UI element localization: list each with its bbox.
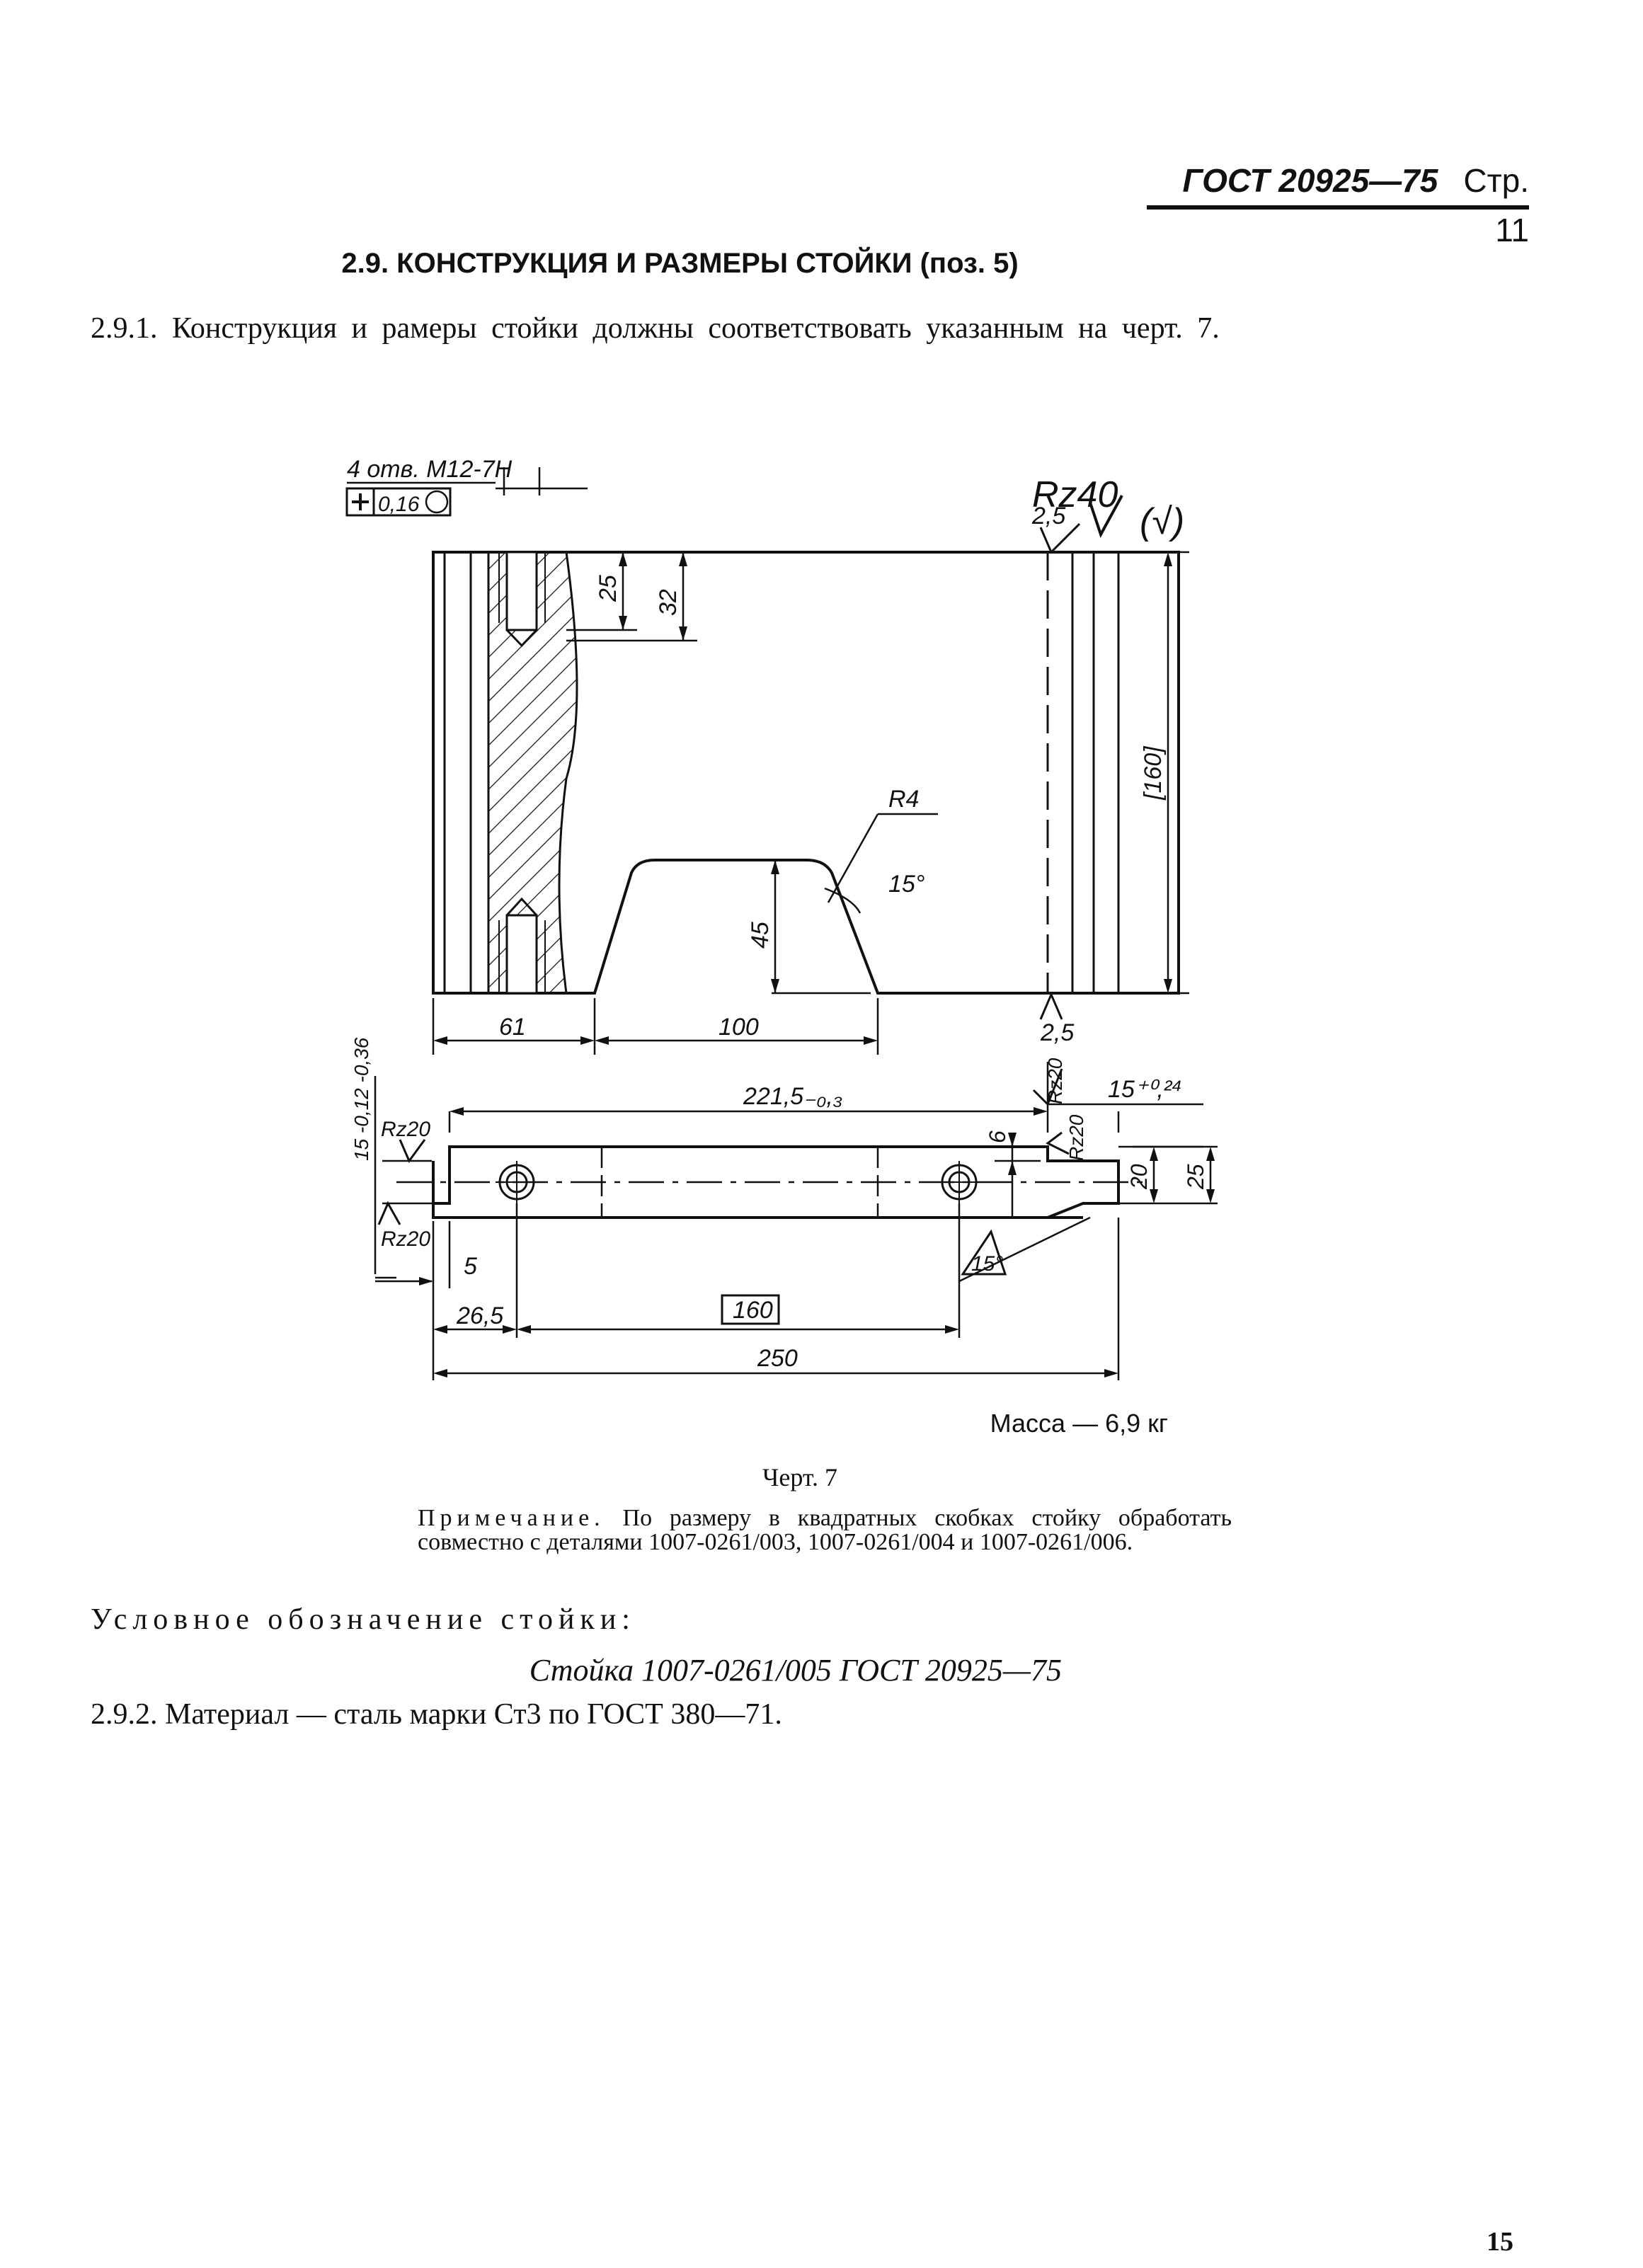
rz20-left-bottom: Rz20 bbox=[381, 1227, 430, 1251]
thread-hole-top bbox=[505, 551, 538, 631]
dim-250: 250 bbox=[757, 1345, 798, 1372]
page-header: ГОСТ 20925—75 Стр. 11 bbox=[1147, 156, 1529, 248]
hatched-section bbox=[487, 551, 578, 995]
thread-hole-bottom bbox=[505, 914, 538, 995]
thread-callout: 4 отв. М12-7Н bbox=[347, 456, 513, 483]
page-label: Стр. 11 bbox=[1463, 162, 1529, 248]
dim-20: 20 bbox=[1126, 1164, 1152, 1190]
roughness-main-label: Rz40 bbox=[1032, 474, 1118, 515]
paragraph-2-9-1: 2.9.1. Конструкция и рамеры стойки должн… bbox=[91, 312, 1220, 345]
dim-angle-15-bottom: 15° bbox=[971, 1252, 1003, 1276]
dim-2-5-bottom: 2,5 bbox=[1040, 1019, 1074, 1046]
dim-25: 25 bbox=[595, 575, 622, 602]
paragraph-2-9-2: 2.9.2. Материал — сталь марки Ст3 по ГОС… bbox=[91, 1698, 782, 1731]
roughness-other-label: (√) bbox=[1140, 501, 1184, 542]
front-view-outline bbox=[432, 551, 1180, 995]
designation-label: Условное обозначение стойки: bbox=[91, 1603, 636, 1636]
dim-100: 100 bbox=[719, 1014, 759, 1041]
dim-160-box: 160 bbox=[733, 1297, 773, 1324]
position-tolerance: 0,16 bbox=[378, 493, 420, 516]
note: Примечание. По размеру в квадратных скоб… bbox=[418, 1506, 1232, 1554]
rz20-right-side: Rz20 bbox=[1065, 1114, 1087, 1161]
designation: Стойка 1007-0261/005 ГОСТ 20925—75 bbox=[529, 1653, 1062, 1688]
dim-61: 61 bbox=[499, 1014, 526, 1041]
dim-angle-15-top: 15° bbox=[888, 871, 924, 898]
section-title: 2.9. КОНСТРУКЦИЯ И РАЗМЕРЫ СТОЙКИ (поз. … bbox=[341, 248, 1019, 279]
rz20-right-top: Rz20 bbox=[1044, 1058, 1066, 1104]
figure-caption: Черт. 7 bbox=[762, 1463, 837, 1491]
dim-6: 6 bbox=[985, 1130, 1010, 1143]
standard-number: ГОСТ 20925—75 bbox=[1182, 162, 1438, 199]
dim-2-5-top: 2,5 bbox=[1031, 503, 1065, 529]
note-text: По размеру в квадратных скобках стойку о… bbox=[418, 1505, 1232, 1555]
dim-26-5: 26,5 bbox=[456, 1302, 503, 1329]
dim-25-side: 25 bbox=[1183, 1164, 1208, 1190]
rz20-left-top: Rz20 bbox=[381, 1118, 430, 1141]
dim-221-5: 221,5₋₀,₃ bbox=[743, 1083, 842, 1110]
dim-15-minus: 15 -0,12 -0,36 bbox=[350, 1037, 372, 1161]
dim-5: 5 bbox=[464, 1253, 477, 1280]
page-number: 15 bbox=[1487, 2227, 1513, 2257]
mass-label: Масса — 6,9 кг bbox=[990, 1409, 1168, 1438]
note-label: Примечание. bbox=[418, 1505, 605, 1531]
dim-r4: R4 bbox=[888, 786, 919, 813]
technical-drawing: Rz40 (√) 4 отв. М12-7Н 0,16 2,5 25 32 [1… bbox=[345, 456, 1218, 1380]
dim-160-bracket: [160] bbox=[1140, 745, 1167, 801]
dim-15-tol: 15⁺⁰,²⁴ bbox=[1108, 1076, 1182, 1103]
dim-45: 45 bbox=[747, 922, 774, 949]
dim-32: 32 bbox=[655, 589, 682, 616]
